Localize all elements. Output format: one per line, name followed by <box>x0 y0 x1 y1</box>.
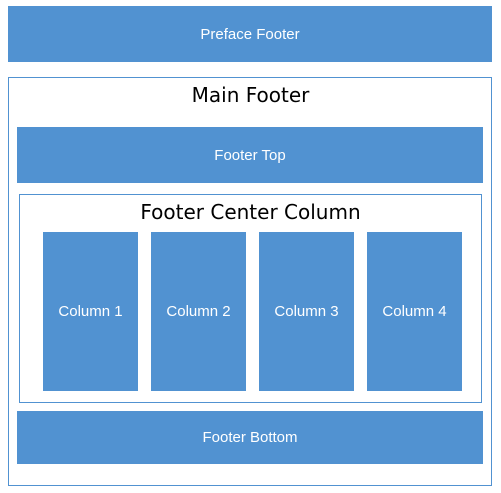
footer-top-block: Footer Top <box>17 127 483 183</box>
preface-footer-label: Preface Footer <box>200 25 300 43</box>
column-4-label: Column 4 <box>382 303 447 320</box>
column-4-block: Column 4 <box>367 232 462 391</box>
column-3-label: Column 3 <box>274 303 339 320</box>
column-2-label: Column 2 <box>166 303 231 320</box>
column-1-label: Column 1 <box>58 303 123 320</box>
footer-bottom-block: Footer Bottom <box>17 411 483 464</box>
footer-top-label: Footer Top <box>214 146 286 164</box>
footer-center-column-title: Footer Center Column <box>140 200 361 224</box>
column-1-block: Column 1 <box>43 232 138 391</box>
footer-bottom-label: Footer Bottom <box>202 429 298 446</box>
preface-footer-block: Preface Footer <box>8 6 492 62</box>
column-3-block: Column 3 <box>259 232 354 391</box>
column-2-block: Column 2 <box>151 232 246 391</box>
main-footer-title: Main Footer <box>191 83 310 107</box>
